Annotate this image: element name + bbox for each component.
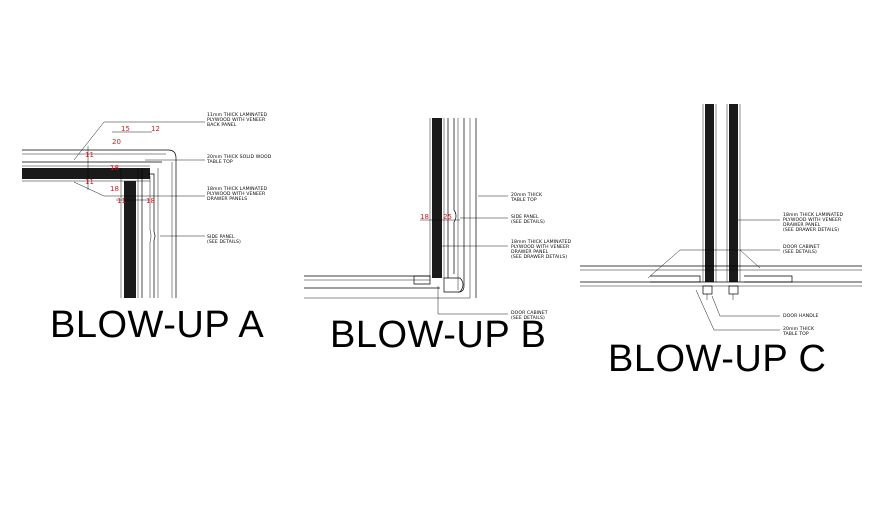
note-b-drawer-4: (SEE DRAWER DETAILS) xyxy=(511,254,567,260)
dim-a-7: 18 xyxy=(110,185,119,193)
blowup-a-notes: 11mm THICK LAMINATED PLYWOOD WITH VENEER… xyxy=(206,112,272,245)
note-a-back-panel-3: BACK PANEL xyxy=(207,122,237,128)
note-b-table-top-2: TABLE TOP xyxy=(510,197,537,203)
note-a-side-panel-1: SIDE PANEL xyxy=(207,234,235,240)
note-a-drawer-1: 18mm THICK LAMINATED xyxy=(207,186,268,192)
dim-b-1: 18 xyxy=(420,213,429,221)
note-c-door-cabinet-2: (SEE DETAILS) xyxy=(783,249,817,255)
blowup-c-title: BLOW-UP C xyxy=(608,338,827,380)
blowup-c-notes: 18mm THICK LAMINATED PLYWOOD WITH VENEER… xyxy=(782,212,844,337)
dim-a-3: 20 xyxy=(112,138,121,146)
note-b-drawer-3: DRAWER PANEL xyxy=(511,249,549,255)
note-a-side-panel-2: (SEE DETAILS) xyxy=(207,239,241,245)
note-b-drawer-1: 18mm THICK LAMINATED xyxy=(511,239,572,245)
note-a-drawer-3: DRAWER PANELS xyxy=(207,196,247,202)
dim-a-6: 11 xyxy=(85,178,94,186)
note-c-table-top-1: 20mm THICK xyxy=(783,326,815,332)
blowup-a-title: BLOW-UP A xyxy=(50,304,265,346)
note-b-table-top-1: 20mm THICK xyxy=(511,192,543,198)
note-c-door-handle: DOOR HANDLE xyxy=(783,313,819,319)
dim-b-2: 25 xyxy=(443,213,452,221)
blowup-b-drawing xyxy=(304,118,508,315)
note-c-drawer-2: PLYWOOD WITH VENEER xyxy=(783,217,842,223)
note-b-door-cabinet-2: (SEE DETAILS) xyxy=(511,315,545,321)
blowup-c-drawing xyxy=(580,104,862,331)
note-b-drawer-2: PLYWOOD WITH VENEER xyxy=(511,244,570,250)
note-c-drawer-3: DRAWER PANEL xyxy=(783,222,821,228)
note-a-back-panel-2: PLYWOOD WITH VENEER xyxy=(207,117,266,123)
note-c-door-cabinet-1: DOOR CABINET xyxy=(783,244,820,250)
note-a-drawer-2: PLYWOOD WITH VENEER xyxy=(207,191,266,197)
dim-a-2: 12 xyxy=(151,125,160,133)
blowup-b-notes: 20mm THICK TABLE TOP SIDE PANEL (SEE DET… xyxy=(510,192,572,321)
note-a-table-top-2: TABLE TOP xyxy=(206,159,233,165)
note-a-table-top-1: 20mm THICK SOLID WOOD xyxy=(207,154,272,160)
note-b-door-cabinet-1: DOOR CABINET xyxy=(511,310,548,316)
dim-a-9: 18 xyxy=(146,197,155,205)
dim-a-8: 11 xyxy=(117,197,126,205)
note-b-side-panel-1: SIDE PANEL xyxy=(511,214,539,220)
blowup-b-dimensions: 18 25 xyxy=(420,213,452,221)
blowup-a-drawing xyxy=(22,121,205,298)
blowup-b-title: BLOW-UP B xyxy=(330,314,547,356)
note-c-drawer-1: 18mm THICK LAMINATED xyxy=(783,212,844,218)
note-a-back-panel-1: 11mm THICK LAMINATED xyxy=(207,112,268,118)
dim-a-4: 11 xyxy=(85,151,94,159)
blowup-a-dimensions: 15 12 20 11 18 11 18 11 18 xyxy=(85,125,160,205)
dim-a-1: 15 xyxy=(121,125,130,133)
dim-a-5: 18 xyxy=(110,164,119,172)
note-c-table-top-2: TABLE TOP xyxy=(782,331,809,337)
note-b-side-panel-2: (SEE DETAILS) xyxy=(511,219,545,225)
note-c-drawer-4: (SEE DRAWER DETAILS) xyxy=(783,227,839,233)
